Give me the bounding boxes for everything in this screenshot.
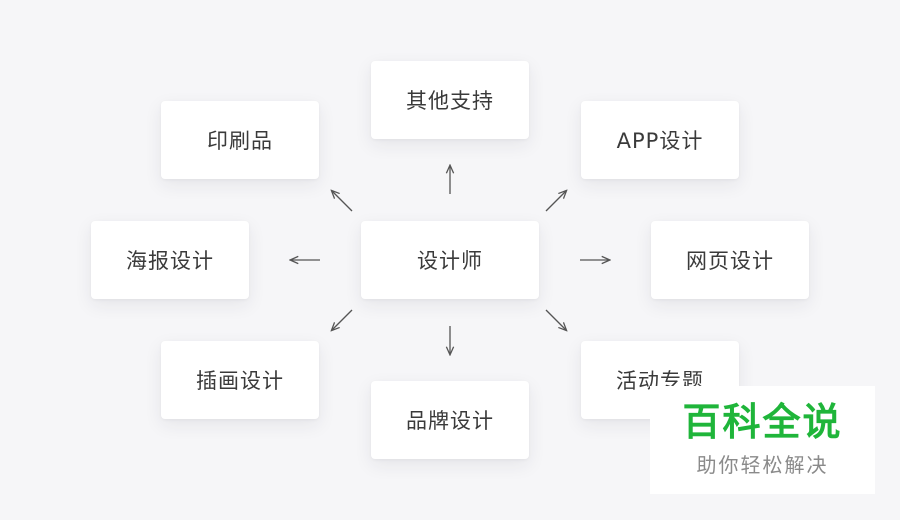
watermark-subtitle: 助你轻松解决: [696, 453, 829, 478]
node-left-label: 海报设计: [126, 249, 214, 273]
node-top-left-label: 印刷品: [207, 129, 273, 153]
node-bottom-label: 品牌设计: [406, 409, 494, 433]
node-left: 海报设计: [91, 221, 249, 299]
watermark: 百科全说 助你轻松解决: [650, 386, 875, 494]
node-top-right: APP设计: [581, 101, 739, 179]
arrow-to-top-right: [545, 191, 566, 212]
arrow-to-bottom-left: [332, 309, 353, 330]
node-right-label: 网页设计: [686, 249, 774, 273]
node-center: 设计师: [361, 221, 539, 299]
node-bottom: 品牌设计: [371, 381, 529, 459]
node-right: 网页设计: [651, 221, 809, 299]
watermark-title: 百科全说: [682, 399, 843, 444]
node-top-label: 其他支持: [406, 89, 494, 113]
node-top: 其他支持: [371, 61, 529, 139]
arrow-to-top-left: [332, 191, 353, 212]
node-top-right-label: APP设计: [616, 129, 704, 153]
node-top-left: 印刷品: [161, 101, 319, 179]
node-center-label: 设计师: [417, 249, 483, 273]
node-bottom-left-label: 插画设计: [196, 369, 284, 393]
arrow-to-bottom-right: [545, 309, 566, 330]
node-bottom-left: 插画设计: [161, 341, 319, 419]
